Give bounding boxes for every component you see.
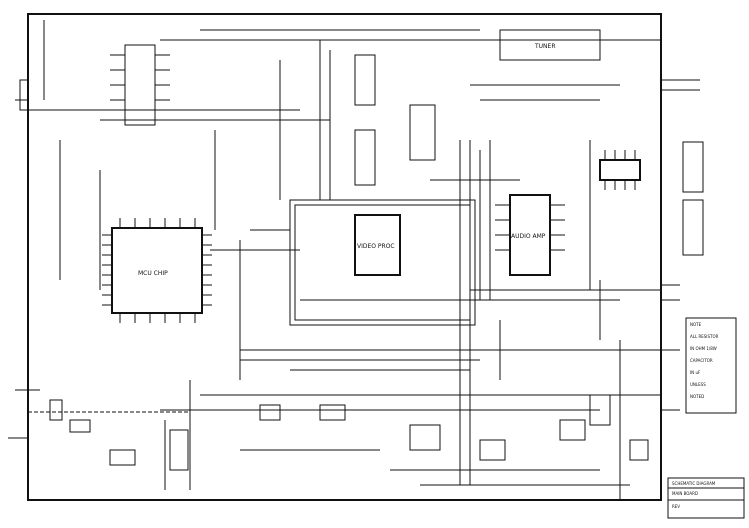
bottom-components [69, 394, 649, 486]
notes-box [685, 317, 737, 414]
video-processor-block: VIDEO PROC [289, 199, 476, 326]
notes-line-6: NOTED [690, 394, 705, 399]
vertical-buses [43, 20, 621, 500]
notes-line-0: NOTE [690, 322, 702, 327]
right-edge-connectors [661, 79, 704, 411]
tuner-block: TUNER [499, 29, 601, 61]
title-block-frame [667, 477, 745, 519]
notes-line-4: IN uF [690, 370, 701, 375]
notes-line-5: UNLESS [690, 382, 706, 387]
notes-line-3: CAPACITOR [690, 358, 713, 363]
upper-left-ic [110, 44, 170, 126]
audio-ic: AUDIO AMP [495, 194, 565, 276]
connector-strip [354, 54, 436, 186]
title-block-line-1: MAIN BOARD [672, 491, 698, 496]
audio-ic-label: AUDIO AMP [511, 233, 546, 240]
video-proc-label: VIDEO PROC [357, 243, 395, 250]
right-small-ic [599, 150, 641, 190]
mcu-label: MCU CHIP [138, 270, 168, 277]
notes-line-1: ALL RESISTOR [690, 334, 719, 339]
main-mcu-chip: MCU CHIP [102, 218, 212, 323]
sheet-border [27, 13, 662, 501]
title-block-line-2: REV [672, 504, 681, 509]
main-buses [28, 29, 660, 411]
tuner-label: TUNER [534, 43, 556, 50]
title-block-line-0: SCHEMATIC DIAGRAM [672, 481, 716, 486]
mcu-pins [102, 218, 212, 323]
left-connector [8, 79, 63, 439]
notes-line-2: IN OHM 1/8W [690, 346, 717, 351]
